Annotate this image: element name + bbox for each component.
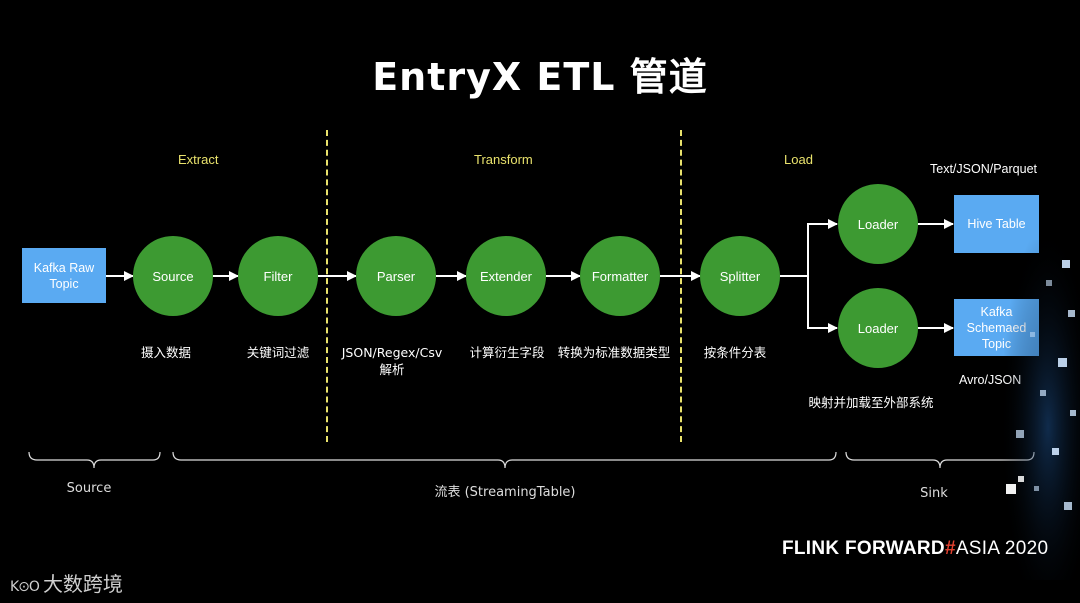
formatter-node: Formatter: [580, 236, 660, 316]
format-top: Text/JSON/Parquet: [930, 162, 1037, 176]
flink-forward-logo: FLINK FORWARD#ASIA 2020: [782, 538, 1048, 560]
separator-transform-load: [680, 130, 682, 442]
brand-flink-forward: FLINK FORWARD: [782, 538, 945, 559]
extender-desc: 计算衍生字段: [469, 345, 545, 360]
kafka-raw-topic-box: Kafka Raw Topic: [22, 248, 106, 303]
brace-streaming: [172, 451, 837, 469]
page-title: EntryX ETL 管道: [372, 55, 708, 99]
splitter-node: Splitter: [700, 236, 780, 316]
formatter-desc: 转换为标准数据类型: [557, 345, 671, 360]
group-streaming-label: 流表 (StreamingTable): [434, 485, 576, 500]
stage-transform: Transform: [474, 152, 533, 167]
arrow-splitter-to-loader-bottom: [807, 276, 838, 333]
decorative-cubes-graphic: [1000, 240, 1080, 580]
splitter-desc: 按条件分表: [703, 345, 767, 360]
logo-text: 大数跨境: [42, 572, 123, 596]
loader-node-bottom: Loader: [838, 288, 918, 368]
loader-node-top: Loader: [838, 184, 918, 264]
separator-extract-transform: [326, 130, 328, 442]
loader-desc: 映射并加载至外部系统: [808, 395, 934, 410]
brand-asia: ASIA 2020: [955, 538, 1049, 559]
filter-desc: 关键词过滤: [246, 345, 310, 360]
stage-load: Load: [784, 152, 813, 167]
stage-extract: Extract: [178, 152, 219, 167]
logo-mark-icon: K⊙O: [10, 579, 40, 595]
source-desc: 摄入数据: [140, 345, 191, 360]
arrow-splitter-to-loader-top: [780, 219, 838, 277]
filter-node: Filter: [238, 236, 318, 316]
source-node: Source: [133, 236, 213, 316]
parser-desc: JSON/Regex/Csv 解析: [341, 345, 443, 377]
brace-source: [28, 451, 161, 469]
group-sink-label: Sink: [920, 486, 948, 501]
parser-node: Parser: [356, 236, 436, 316]
extender-node: Extender: [466, 236, 546, 316]
group-source-label: Source: [66, 481, 112, 496]
brand-hash: #: [944, 538, 956, 559]
